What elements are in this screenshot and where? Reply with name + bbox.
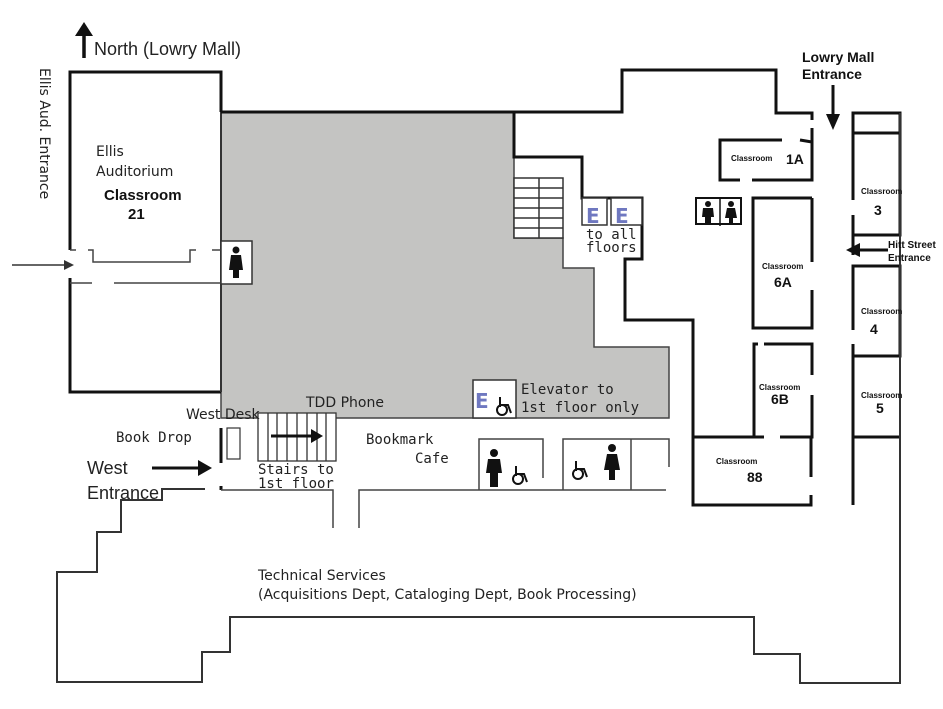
classroom-4-label: Classroom: [861, 307, 902, 316]
elevator-icon: E: [586, 204, 600, 228]
ellis-entrance-arrow-icon: [12, 260, 74, 270]
hitt-entrance-line2: Entrance: [888, 253, 931, 264]
classroom-1a-wall: [718, 138, 814, 182]
classroom-1a-number: 1A: [786, 151, 804, 167]
classroom-5-label: Classroom: [861, 391, 902, 400]
ellis-corridor-wall: [70, 249, 221, 263]
hitt-entrance-line1: Hitt Street: [888, 240, 936, 251]
wheelchair-icon: [496, 397, 512, 416]
cafe-restroom-women: [562, 438, 670, 490]
women-restroom-icon: [229, 246, 243, 278]
wheelchair-icon: [572, 461, 588, 480]
elevators-all-line2: floors: [586, 240, 637, 256]
classroom-6a-number: 6A: [774, 274, 792, 290]
north-wall: [221, 68, 814, 120]
lowry-entrance-arrow-icon: [826, 85, 840, 130]
lowry-entrance-line2: Entrance: [802, 66, 862, 82]
lowry-entrance-line1: Lowry Mall: [802, 49, 874, 65]
cafe-restroom-men: [478, 438, 544, 490]
stairs-north: [513, 177, 564, 239]
stairs-arrow-icon: [271, 429, 323, 443]
classroom-5-number: 5: [876, 400, 884, 416]
north-label: North (Lowry Mall): [94, 39, 241, 59]
technical-services-line2: (Acquisitions Dept, Cataloging Dept, Boo…: [258, 587, 637, 603]
elevator-box-1: [581, 197, 608, 226]
elevator-first-line2: 1st floor only: [521, 400, 639, 416]
elevators-all-line1: to all: [586, 227, 637, 243]
book-drop-label: Book Drop: [116, 430, 192, 446]
stairs-label-line2: 1st floor: [258, 476, 334, 492]
corridor-south-wall: [221, 489, 666, 528]
classroom-1a-label: Classroom: [731, 154, 772, 163]
west-desk: [226, 427, 241, 460]
cafe-label-line2: Cafe: [415, 451, 449, 467]
staff-area-shaded: [220, 111, 670, 419]
west-entrance-arrow-icon: [152, 460, 212, 476]
men-restroom-icon: [486, 449, 502, 487]
west-entrance-label-line2: Entrance: [87, 483, 159, 503]
classroom-88-label: Classroom: [716, 457, 757, 466]
classroom-88-wall: [691, 435, 813, 507]
classroom-5-wall: [851, 385, 900, 439]
classroom-6b-number: 6B: [771, 391, 789, 407]
classroom-6a-wall: [751, 196, 814, 330]
tdd-phone-label: TDD Phone: [305, 395, 384, 411]
west-desk-label: West Desk: [186, 407, 261, 423]
classroom-6a-label: Classroom: [762, 262, 803, 271]
ellis-label-line1: Ellis: [96, 144, 124, 160]
wheelchair-icon: [512, 466, 528, 485]
classroom-3-number: 3: [874, 202, 882, 218]
ellis-label-line2: Auditorium: [96, 164, 173, 180]
cafe-label-line1: Bookmark: [366, 432, 434, 448]
technical-services-line1: Technical Services: [257, 568, 386, 584]
women-restroom-icon: [725, 201, 737, 223]
women-restroom-icon: [604, 444, 620, 480]
elevator-box-2: [610, 197, 643, 226]
men-restroom-icon: [702, 201, 714, 223]
elevator-first-box: [472, 379, 517, 419]
classroom-21-number: 21: [128, 206, 145, 223]
elevator-first-icon: E: [475, 389, 489, 413]
elevator-first-line1: Elevator to: [521, 382, 614, 398]
classroom-88-number: 88: [747, 469, 763, 485]
hitt-entrance-arrow-icon: [846, 243, 888, 257]
stairs-label-line1: Stairs to: [258, 462, 334, 478]
north-arrow-icon: [75, 22, 93, 58]
elevator-icon: E: [615, 204, 629, 228]
west-entrance-label-line1: West: [87, 458, 128, 478]
classroom-3-label: Classroom: [861, 187, 902, 196]
classroom-4-number: 4: [870, 321, 878, 337]
classroom-6b-label: Classroom: [759, 383, 800, 392]
ellis-entrance-label: Ellis Aud. Entrance: [36, 68, 52, 199]
elevator-core-wall: [512, 112, 695, 505]
ellis-lower-wall: [68, 278, 221, 394]
ellis-auditorium-wall: [68, 70, 223, 250]
east-outer-wall: [56, 113, 901, 684]
classroom-21-label: Classroom: [104, 187, 182, 204]
